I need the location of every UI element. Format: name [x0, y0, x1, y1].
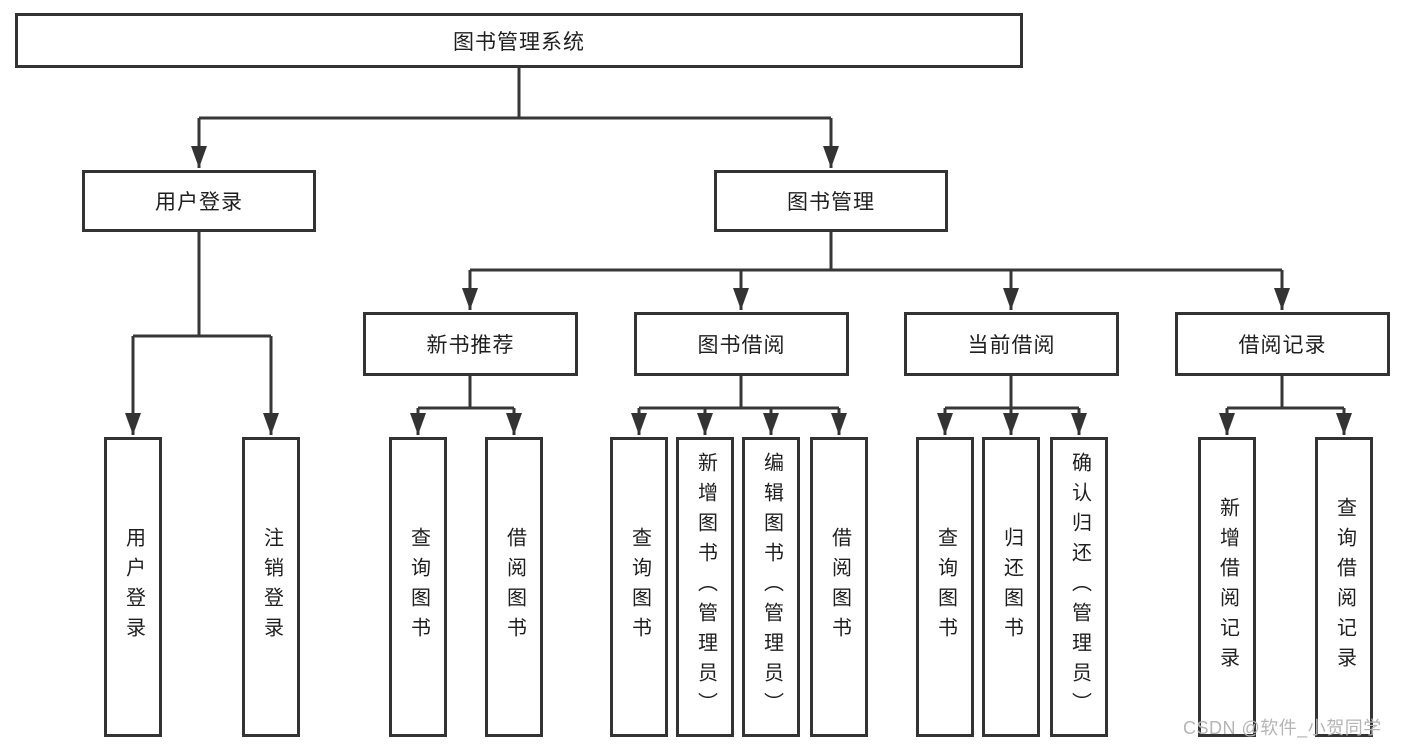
- node-current-borrowing-label: 当前借阅: [967, 334, 1056, 357]
- node-root-label: 图书管理系统: [453, 30, 585, 54]
- leaf-logout-label: 注销登录: [260, 527, 283, 647]
- node-user-login-label: 用户登录: [155, 191, 243, 214]
- leaf-confirm-return-admin: 确认归还（管理员）: [1050, 437, 1108, 737]
- leaf-query-books-borrowing: 查询图书: [610, 437, 668, 737]
- leaf-query-borrow-record: 查询借阅记录: [1315, 437, 1373, 737]
- node-new-book-recommendation: 新书推荐: [363, 312, 578, 376]
- leaf-return-book: 归还图书: [982, 437, 1040, 737]
- leaf-user-login: 用户登录: [104, 437, 162, 737]
- node-book-management-label: 图书管理: [787, 191, 875, 214]
- leaf-logout: 注销登录: [242, 437, 300, 737]
- leaf-query-books-current: 查询图书: [916, 437, 974, 737]
- leaf-borrow-books-recommend-label: 借阅图书: [503, 527, 526, 647]
- leaf-query-books-recommend: 查询图书: [389, 437, 447, 737]
- leaf-add-book-admin-label: 新增图书（管理员）: [694, 452, 717, 722]
- leaf-borrow-books-borrowing: 借阅图书: [810, 437, 868, 737]
- leaf-return-book-label: 归还图书: [1000, 527, 1023, 647]
- leaf-query-books-recommend-label: 查询图书: [407, 527, 430, 647]
- leaf-add-book-admin: 新增图书（管理员）: [676, 437, 734, 737]
- node-root: 图书管理系统: [15, 13, 1023, 68]
- csdn-watermark: CSDN @软件_小贺同学: [1183, 718, 1382, 738]
- leaf-add-borrow-record-label: 新增借阅记录: [1216, 497, 1239, 677]
- leaf-edit-book-admin: 编辑图书（管理员）: [742, 437, 800, 737]
- node-book-management: 图书管理: [714, 170, 948, 232]
- leaf-borrow-books-recommend: 借阅图书: [485, 437, 543, 737]
- leaf-query-books-current-label: 查询图书: [934, 527, 957, 647]
- node-user-login: 用户登录: [82, 170, 316, 232]
- leaf-borrow-books-borrowing-label: 借阅图书: [828, 527, 851, 647]
- node-book-borrowing-label: 图书借阅: [697, 334, 786, 357]
- node-current-borrowing: 当前借阅: [904, 312, 1119, 376]
- leaf-query-borrow-record-label: 查询借阅记录: [1333, 497, 1356, 677]
- leaf-edit-book-admin-label: 编辑图书（管理员）: [760, 452, 783, 722]
- leaf-user-login-label: 用户登录: [122, 527, 145, 647]
- node-book-borrowing: 图书借阅: [634, 312, 849, 376]
- leaf-query-books-borrowing-label: 查询图书: [628, 527, 651, 647]
- node-new-book-recommendation-label: 新书推荐: [426, 334, 515, 357]
- node-borrowing-records: 借阅记录: [1175, 312, 1390, 376]
- leaf-confirm-return-admin-label: 确认归还（管理员）: [1068, 452, 1091, 722]
- leaf-add-borrow-record: 新增借阅记录: [1198, 437, 1256, 737]
- node-borrowing-records-label: 借阅记录: [1238, 334, 1327, 357]
